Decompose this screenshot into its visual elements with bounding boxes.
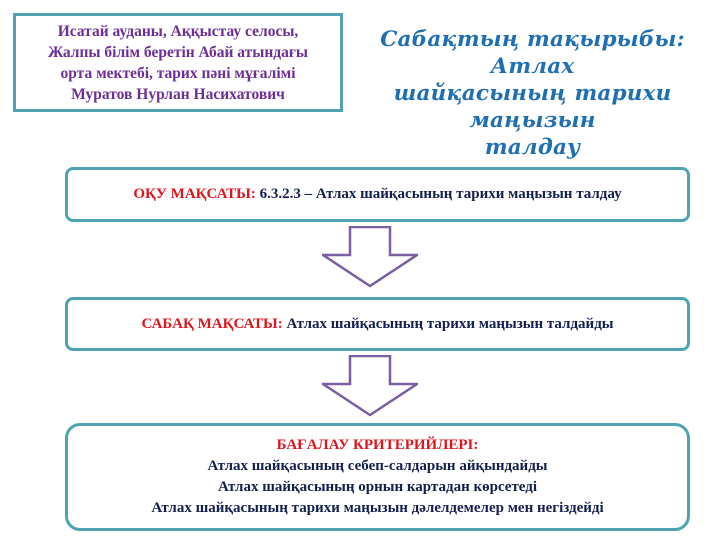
author-line: Жалпы білім беретін Абай атындағы bbox=[47, 43, 308, 61]
learning-goal-label: ОҚУ МАҚСАТЫ: bbox=[133, 186, 256, 202]
assessment-criteria-box: БАҒАЛАУ КРИТЕРИЙЛЕРІ: Атлах шайқасының с… bbox=[65, 423, 690, 531]
assessment-item: Атлах шайқасының себеп-салдарын айқындай… bbox=[207, 458, 548, 474]
learning-goal-box: ОҚУ МАҚСАТЫ: 6.3.2.3 – Атлах шайқасының … bbox=[65, 167, 690, 222]
title-line: талдау bbox=[484, 135, 581, 160]
down-arrow-icon bbox=[322, 355, 418, 417]
lesson-goal-box: САБАҚ МАҚСАТЫ: Атлах шайқасының тарихи м… bbox=[65, 297, 690, 351]
assessment-label: БАҒАЛАУ КРИТЕРИЙЛЕРІ: bbox=[276, 437, 479, 453]
assessment-item: Атлах шайқасының тарихи маңызын дәлелдем… bbox=[151, 500, 604, 516]
lesson-goal-label: САБАҚ МАҚСАТЫ: bbox=[141, 315, 283, 332]
down-arrow-icon bbox=[322, 226, 418, 288]
learning-goal-text: 6.3.2.3 – Атлах шайқасының тарихи маңызы… bbox=[255, 186, 622, 202]
author-line: Муратов Нурлан Насихатович bbox=[71, 85, 285, 103]
lesson-goal-text: Атлах шайқасының тарихи маңызын талдайды bbox=[282, 315, 614, 332]
author-line: орта мектебі, тарих пәні мұғалімі bbox=[60, 64, 296, 82]
author-info-box: Исатай ауданы, Аққыстау селосы, Жалпы бі… bbox=[13, 13, 343, 112]
title-line: Сабақтың тақырыбы: Атлах bbox=[380, 27, 685, 79]
title-line: шайқасының тарихи маңызын bbox=[393, 81, 672, 133]
author-line: Исатай ауданы, Аққыстау селосы, bbox=[57, 22, 299, 40]
lesson-title: Сабақтың тақырыбы: Атлах шайқасының тари… bbox=[355, 26, 710, 161]
assessment-item: Атлах шайқасының орнын картадан көрсетед… bbox=[217, 479, 538, 495]
